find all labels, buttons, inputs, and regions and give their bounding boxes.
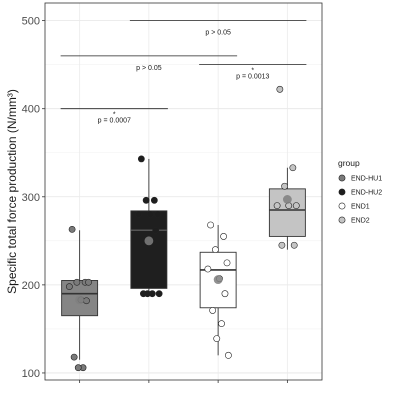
y-axis-title: Specific total force production (N/mm³) bbox=[5, 89, 19, 294]
y-tick-label: 200 bbox=[22, 280, 40, 292]
data-point bbox=[146, 211, 154, 218]
data-point bbox=[290, 241, 298, 249]
data-point bbox=[152, 226, 160, 234]
comparison-label: p = 0.0007 bbox=[98, 118, 131, 125]
comparison-label: p = 0.0013 bbox=[236, 74, 269, 81]
data-point bbox=[137, 155, 145, 163]
comparison-label: p > 0.05 bbox=[205, 30, 231, 37]
data-point bbox=[209, 307, 217, 314]
data-point bbox=[204, 265, 212, 273]
data-point bbox=[70, 353, 78, 361]
y-tick-label: 400 bbox=[22, 104, 40, 116]
panel-border bbox=[44, 2, 323, 381]
mean-marker bbox=[144, 236, 154, 246]
data-point bbox=[220, 233, 227, 240]
data-point bbox=[289, 164, 297, 172]
data-point bbox=[207, 221, 215, 229]
data-point bbox=[221, 290, 229, 298]
data-point bbox=[223, 259, 231, 267]
comparison-star: * bbox=[113, 112, 116, 119]
data-point bbox=[65, 283, 73, 291]
data-point bbox=[144, 290, 151, 298]
legend-key bbox=[338, 216, 346, 224]
data-point bbox=[142, 196, 150, 204]
legend-label: END1 bbox=[351, 204, 370, 211]
data-point bbox=[74, 364, 82, 372]
comparison-label: p > 0.05 bbox=[136, 65, 162, 72]
data-point bbox=[73, 278, 81, 286]
data-point bbox=[135, 211, 143, 218]
data-point bbox=[68, 225, 76, 233]
legend-title: group bbox=[338, 158, 360, 168]
data-point bbox=[278, 241, 286, 249]
data-point bbox=[83, 297, 90, 305]
data-point bbox=[224, 351, 232, 359]
y-tick-label: 300 bbox=[22, 192, 40, 204]
data-point bbox=[85, 278, 92, 286]
legend-label: END-HU2 bbox=[351, 190, 382, 197]
y-tick-label: 500 bbox=[22, 16, 40, 28]
data-point bbox=[211, 246, 219, 254]
data-point bbox=[273, 202, 281, 209]
y-tick-label: 100 bbox=[22, 368, 40, 380]
data-point bbox=[218, 320, 225, 328]
mean-marker bbox=[75, 295, 85, 305]
data-point bbox=[213, 335, 221, 343]
legend-key bbox=[338, 174, 346, 182]
box bbox=[130, 210, 168, 289]
box-group-end-hu2 bbox=[130, 158, 168, 294]
data-point bbox=[292, 202, 300, 209]
legend-key bbox=[338, 202, 346, 210]
data-point bbox=[154, 211, 162, 218]
legend-key bbox=[338, 188, 346, 196]
legend-label: END-HU1 bbox=[351, 176, 382, 183]
mean-marker bbox=[282, 195, 292, 204]
mean-marker bbox=[213, 275, 223, 284]
comparison-star: * bbox=[251, 68, 254, 75]
data-point bbox=[281, 182, 289, 190]
data-point bbox=[155, 290, 163, 298]
legend-label: END2 bbox=[351, 218, 370, 225]
data-point bbox=[276, 85, 284, 93]
data-point bbox=[150, 196, 158, 204]
